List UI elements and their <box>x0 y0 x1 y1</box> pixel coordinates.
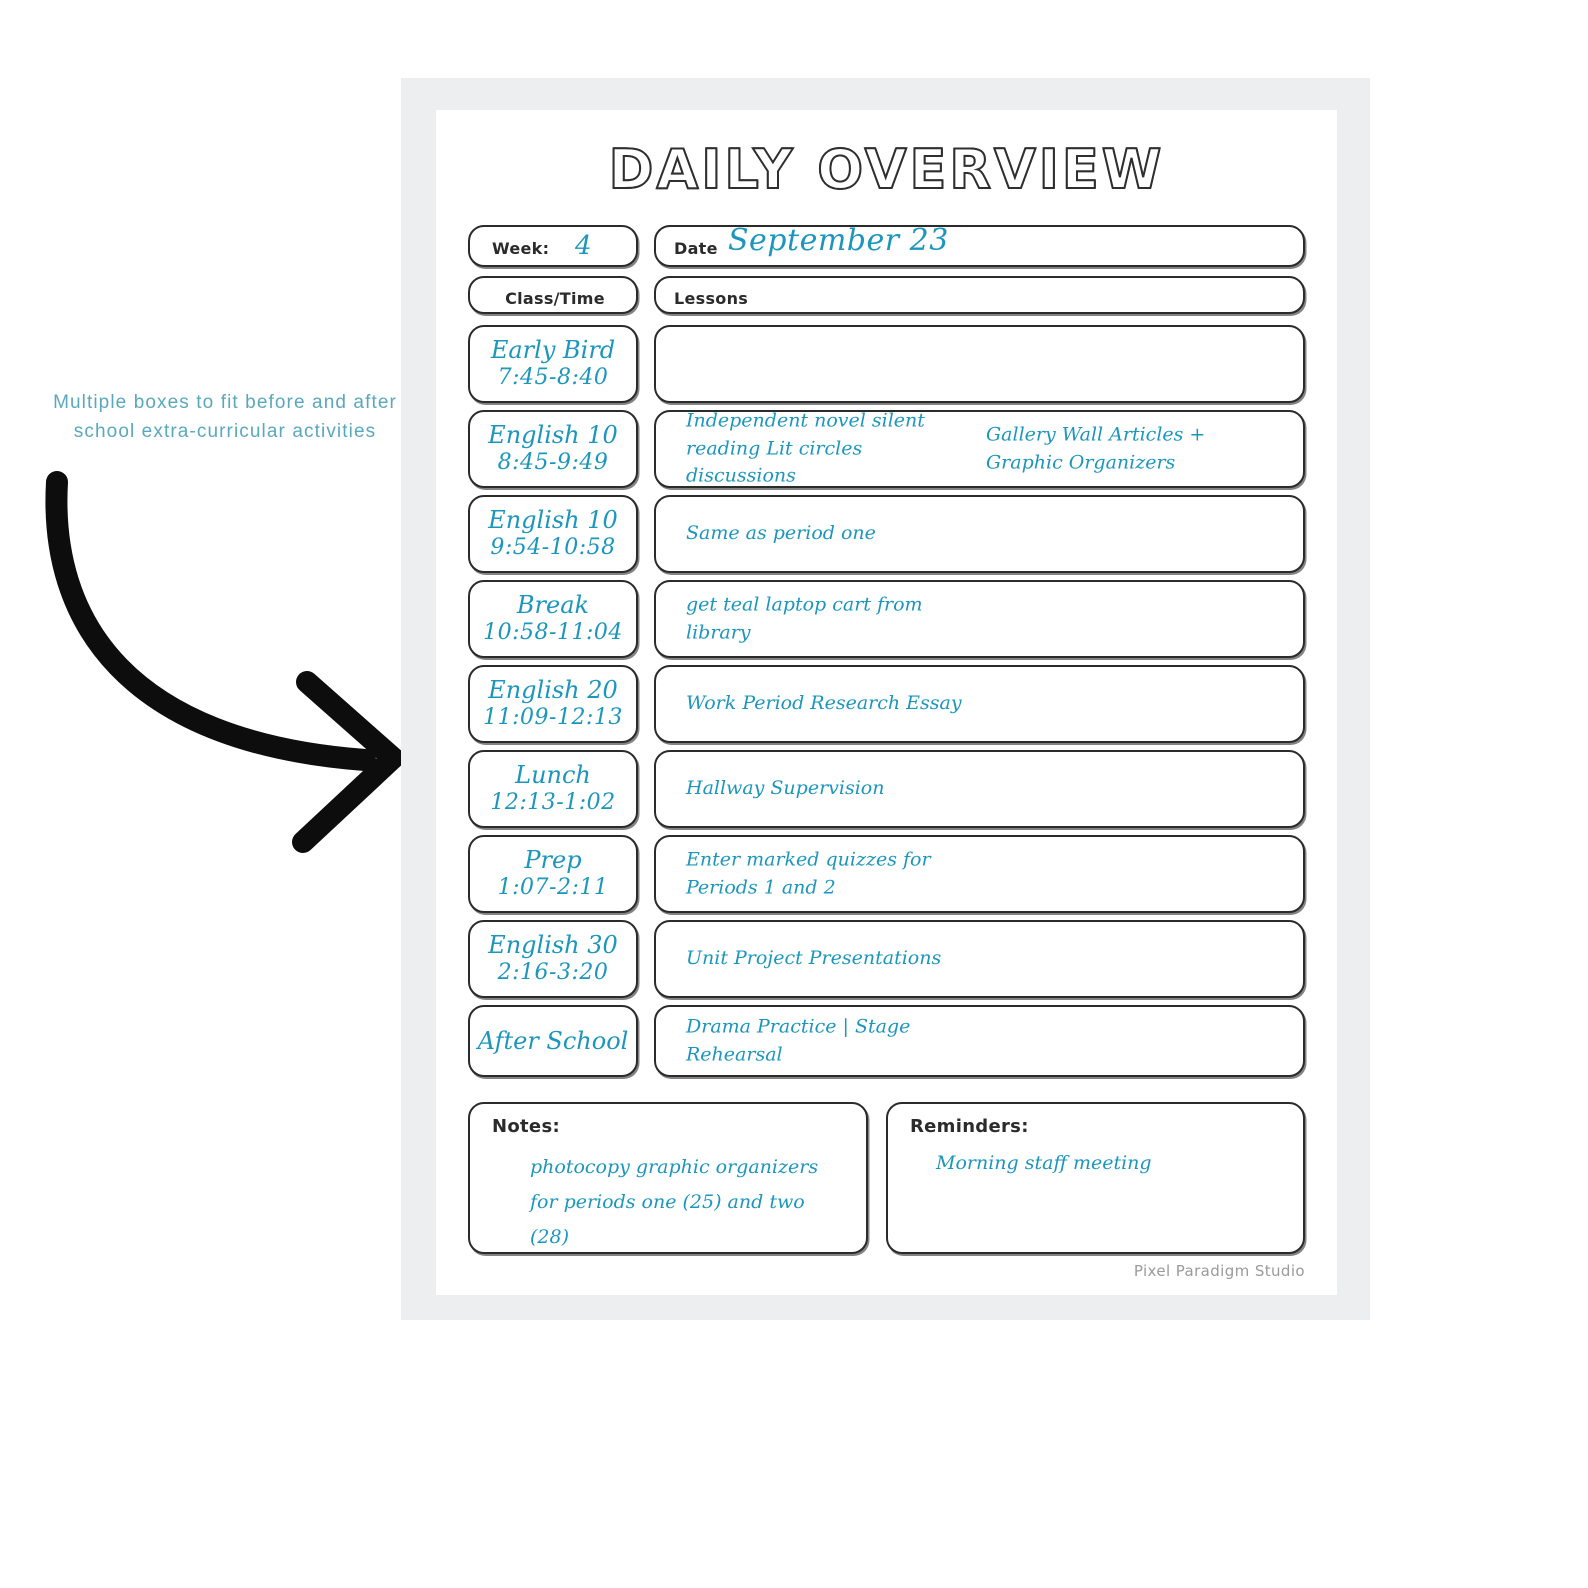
period-name: English 10 <box>488 505 618 534</box>
lesson-text: Drama Practice | Stage Rehearsal <box>686 1015 911 1065</box>
period-time: 11:09-12:13 <box>483 704 623 730</box>
period-name: English 30 <box>488 930 618 959</box>
period-time: 2:16-3:20 <box>497 959 609 985</box>
schedule-lesson-cell[interactable]: Independent novel silent reading Lit cir… <box>654 410 1305 488</box>
schedule-lesson-cell[interactable]: get teal laptop cart from library <box>654 580 1305 658</box>
planner-sheet: DAILY OVERVIEW Week: 4 Date September 23… <box>436 110 1337 1295</box>
reminders-body: Morning staff meeting <box>936 1152 1152 1174</box>
period-time: 10:58-11:04 <box>483 619 623 645</box>
schedule-lesson-cell[interactable]: Drama Practice | Stage Rehearsal <box>654 1005 1305 1077</box>
date-field[interactable]: Date September 23 <box>654 223 1305 267</box>
schedule-lesson-cell[interactable]: Work Period Research Essay <box>654 665 1305 743</box>
lesson-text: Unit Project Presentations <box>686 947 942 970</box>
schedule-lesson-cell[interactable] <box>654 325 1305 403</box>
week-label: Week: <box>492 239 550 258</box>
period-name: After School <box>477 1027 629 1055</box>
lesson-text: Same as period one <box>686 522 876 545</box>
lessons-label: Lessons <box>674 289 749 308</box>
period-time: 12:13-1:02 <box>490 789 616 815</box>
period-name: Lunch <box>515 760 591 789</box>
lesson-text: Hallway Supervision <box>686 777 885 800</box>
lessons-header: Lessons <box>654 276 1305 314</box>
period-name: Prep <box>524 845 582 874</box>
schedule-lesson-cell[interactable]: Hallway Supervision <box>654 750 1305 828</box>
notes-body: photocopy graphic organizers for periods… <box>530 1156 819 1249</box>
date-value: September 23 <box>728 223 949 258</box>
week-field[interactable]: Week: 4 <box>468 225 638 267</box>
page-title: DAILY OVERVIEW <box>608 137 1165 202</box>
reminders-panel[interactable]: Reminders: Morning staff meeting <box>886 1102 1305 1254</box>
period-name: Early Bird <box>490 335 616 364</box>
schedule-lesson-cell[interactable]: Same as period one <box>654 495 1305 573</box>
reminders-title: Reminders: <box>910 1116 1029 1137</box>
schedule-period-cell[interactable]: After School <box>468 1005 638 1077</box>
class-time-label: Class/Time <box>505 289 605 308</box>
lesson-text: Enter marked quizzes for Periods 1 and 2 <box>686 848 931 898</box>
period-name: Break <box>516 590 590 619</box>
lesson-text-secondary: Gallery Wall Articles + Graphic Organize… <box>986 423 1206 473</box>
date-label: Date <box>674 239 718 258</box>
period-time: 9:54-10:58 <box>490 534 616 560</box>
schedule-lesson-cell[interactable]: Unit Project Presentations <box>654 920 1305 998</box>
lesson-text: get teal laptop cart from library <box>686 593 923 643</box>
period-time: 8:45-9:49 <box>497 449 609 475</box>
watermark: Pixel Paradigm Studio <box>1133 1262 1305 1280</box>
class-time-header: Class/Time <box>468 276 638 314</box>
lesson-text: Work Period Research Essay <box>686 692 962 715</box>
notes-panel[interactable]: Notes: photocopy graphic organizers for … <box>468 1102 868 1254</box>
page-mat: DAILY OVERVIEW Week: 4 Date September 23… <box>401 78 1370 1320</box>
lesson-text: Independent novel silent reading Lit cir… <box>686 409 925 487</box>
period-time: 1:07-2:11 <box>497 874 609 900</box>
schedule-lesson-cell[interactable]: Enter marked quizzes for Periods 1 and 2 <box>654 835 1305 913</box>
period-name: English 20 <box>488 675 618 704</box>
week-value: 4 <box>575 231 592 261</box>
period-time: 7:45-8:40 <box>497 364 609 390</box>
curved-arrow-right-icon <box>45 471 410 853</box>
period-name: English 10 <box>488 420 618 449</box>
annotation-note: Multiple boxes to fit before and after s… <box>53 392 397 443</box>
notes-title: Notes: <box>492 1116 560 1137</box>
